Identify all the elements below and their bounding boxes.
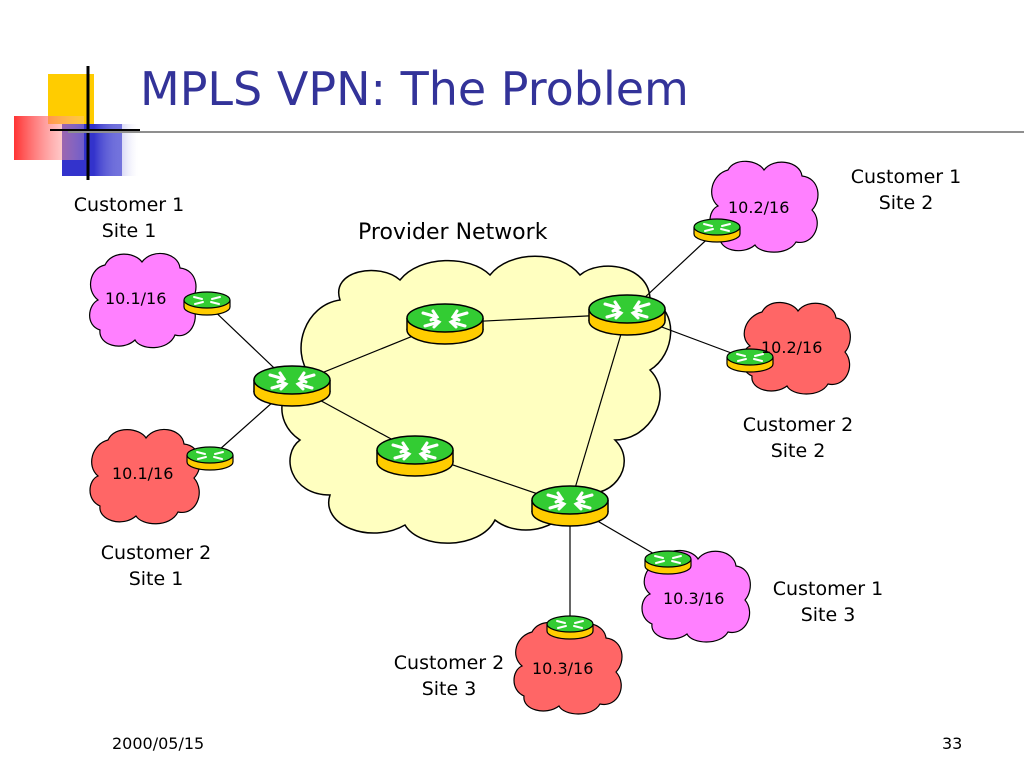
prefix-c2s1: 10.1/16 [112,464,174,483]
site-label-c2s2: Customer 2 Site 2 [742,414,854,462]
provider-network-label: Provider Network [358,220,548,245]
ce-router-c2s3 [546,615,594,640]
site-label-c1s1: Customer 1 Site 1 [73,194,185,242]
footer-date: 2000/05/15 [112,734,205,753]
title-underline [68,131,1024,133]
footer-page-number: 33 [942,734,963,753]
site-label-c2s3: Customer 2 Site 3 [393,652,505,700]
customer2-site1-cloud [89,428,201,525]
site-label-c1s2: Customer 1 Site 2 [850,166,962,214]
prefix-c1s1: 10.1/16 [105,289,167,308]
prefix-c1s2: 10.2/16 [728,198,790,217]
ce-router-c1s3 [644,550,692,575]
prefix-c2s3: 10.3/16 [532,659,594,678]
provider-network-cloud [281,255,672,544]
customer1-site1-cloud [89,252,197,349]
ce-router-c2s1 [186,446,234,471]
provider-router-south [530,484,610,528]
ce-router-c1s1 [183,291,231,316]
site-label-c1s3: Customer 1 Site 3 [772,578,884,626]
provider-router-center [375,434,455,478]
prefix-c2s2: 10.2/16 [761,338,823,357]
site-label-c2s1: Customer 2 Site 1 [100,542,212,590]
provider-router-west [252,364,332,408]
provider-router-east [587,293,667,337]
slide-title: MPLS VPN: The Problem [140,62,689,116]
prefix-c1s3: 10.3/16 [663,589,725,608]
provider-router-north [405,302,485,346]
ce-router-c1s2 [693,218,741,243]
